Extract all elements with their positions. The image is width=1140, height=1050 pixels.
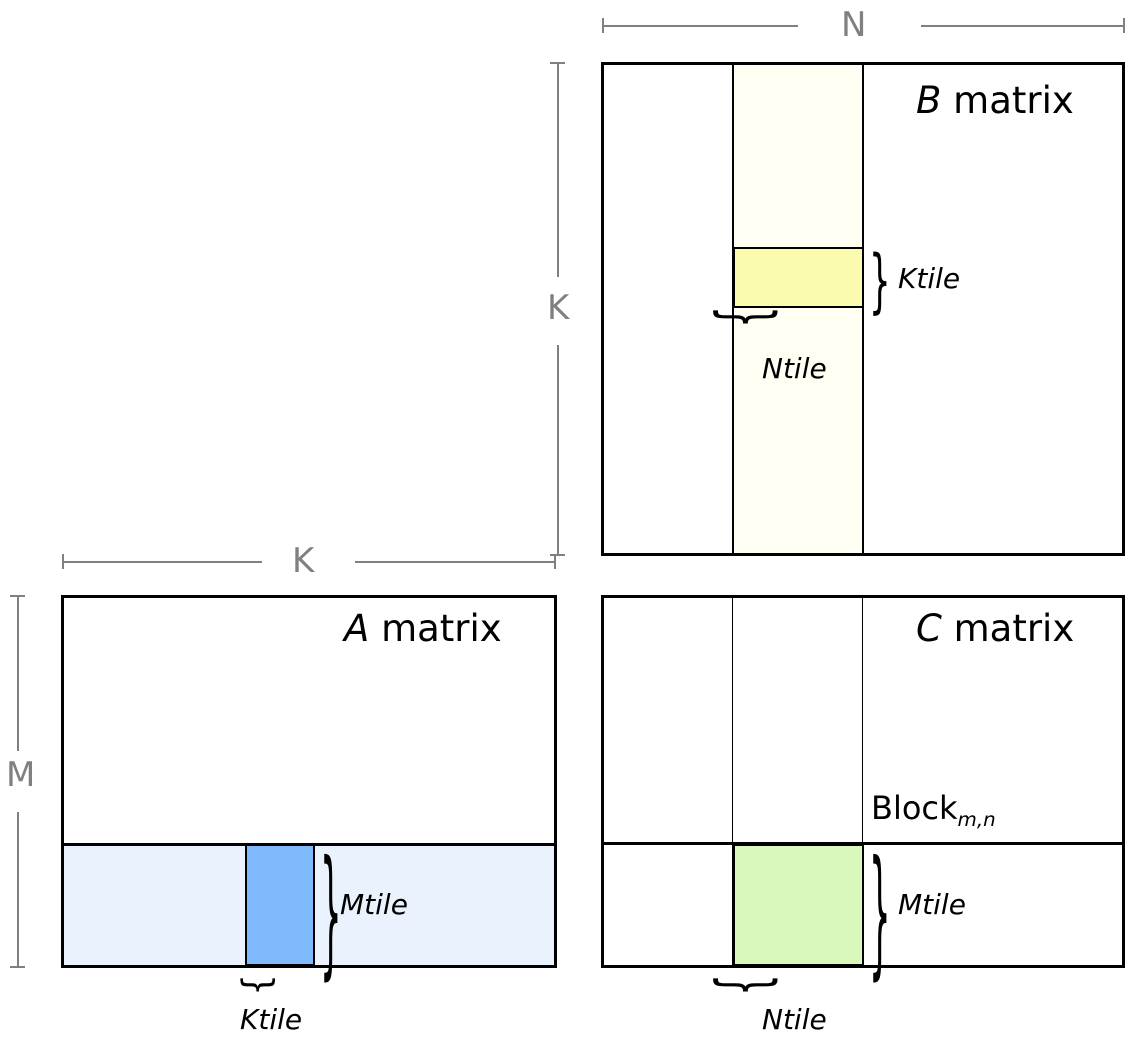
b-column-strip bbox=[734, 65, 863, 553]
k-vertical-label: K bbox=[547, 288, 570, 328]
k-horizontal-rule-left bbox=[62, 561, 262, 563]
c-matrix-word: matrix bbox=[953, 607, 1075, 650]
block-label-subscript: m,n bbox=[957, 807, 996, 831]
b-ktile-brace: } bbox=[869, 247, 891, 317]
c-column-line-right bbox=[862, 595, 863, 968]
n-dimension-cap-right bbox=[1123, 18, 1125, 33]
m-dimension-label: M bbox=[6, 755, 36, 795]
m-dimension-cap-bottom bbox=[10, 966, 25, 968]
b-matrix-word: matrix bbox=[953, 79, 1074, 122]
a-ktile-label: Ktile bbox=[240, 1003, 303, 1036]
k-horizontal-cap-left bbox=[62, 554, 64, 569]
brace-glyph: } bbox=[320, 832, 342, 997]
brace-glyph: } bbox=[705, 306, 788, 328]
a-mtile-brace: } bbox=[320, 845, 342, 984]
a-matrix-title: A matrix bbox=[344, 610, 502, 647]
a-mtile-label: Mtile bbox=[340, 888, 408, 921]
a-ktile-tile bbox=[245, 844, 315, 966]
brace-glyph: } bbox=[705, 974, 788, 996]
b-column-strip-left-line bbox=[732, 62, 734, 556]
c-mtile-brace: } bbox=[869, 845, 891, 984]
c-matrix-title: C matrix bbox=[916, 610, 1074, 647]
a-matrix-word: matrix bbox=[381, 607, 502, 650]
k-horizontal-label: K bbox=[292, 541, 315, 581]
c-row-line bbox=[601, 842, 1125, 845]
m-dimension-rule-bottom bbox=[17, 812, 19, 968]
c-block-tile bbox=[733, 844, 864, 966]
brace-glyph: } bbox=[236, 974, 281, 996]
m-dimension-cap-top bbox=[10, 595, 25, 597]
b-matrix-letter: B bbox=[916, 79, 942, 122]
brace-glyph: } bbox=[869, 832, 891, 997]
n-dimension-label: N bbox=[841, 5, 867, 45]
brace-glyph: } bbox=[869, 240, 891, 323]
b-ktile-tile bbox=[733, 247, 864, 308]
b-column-strip-right-line bbox=[862, 62, 864, 556]
a-matrix-letter: A bbox=[344, 607, 370, 650]
k-vertical-rule-top bbox=[557, 62, 559, 277]
k-horizontal-cap-right bbox=[554, 554, 556, 569]
n-dimension-rule-right bbox=[921, 25, 1125, 27]
block-label-text: Block bbox=[871, 789, 958, 827]
k-vertical-cap-bottom bbox=[550, 554, 565, 556]
c-block-mn-label: Blockm,n bbox=[871, 789, 996, 829]
c-mtile-label: Mtile bbox=[898, 888, 966, 921]
n-dimension-rule-left bbox=[602, 25, 798, 27]
n-dimension-cap-left bbox=[602, 18, 604, 33]
b-matrix-title: B matrix bbox=[916, 82, 1074, 119]
k-vertical-rule-bottom bbox=[557, 345, 559, 556]
k-horizontal-rule-right bbox=[355, 561, 556, 563]
k-vertical-cap-top bbox=[550, 62, 565, 64]
m-dimension-rule-top bbox=[17, 595, 19, 751]
c-matrix-letter: C bbox=[916, 607, 942, 650]
b-ktile-label: Ktile bbox=[898, 262, 961, 295]
b-ntile-label: Ntile bbox=[762, 352, 827, 385]
b-ntile-brace: } bbox=[706, 306, 788, 328]
c-ntile-brace: } bbox=[706, 974, 788, 996]
a-ktile-brace: } bbox=[237, 974, 281, 996]
c-column-line-left bbox=[732, 595, 733, 968]
c-ntile-label: Ntile bbox=[762, 1003, 827, 1036]
